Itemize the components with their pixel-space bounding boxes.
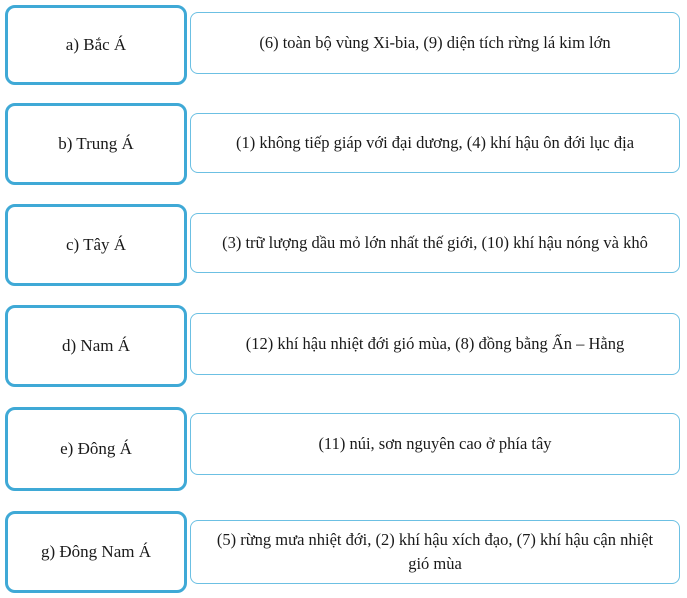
region-box-trung-a: b) Trung Á — [5, 103, 187, 185]
feature-text: (1) không tiếp giáp với đại dương, (4) k… — [235, 133, 635, 152]
region-label: e) Đông Á — [60, 439, 132, 458]
feature-box-bac-a: (6) toàn bộ vùng Xi-bia, (9) diện tích r… — [190, 12, 680, 74]
region-label: c) Tây Á — [65, 235, 127, 254]
feature-text: (5) rừng mưa nhiệt đới, (2) khí hậu xích… — [216, 530, 654, 573]
feature-box-nam-a: (12) khí hậu nhiệt đới gió mùa, (8) đồng… — [190, 313, 680, 375]
feature-box-tay-a: (3) trữ lượng dầu mỏ lớn nhất thế giới, … — [190, 213, 680, 273]
feature-box-dong-nam-a: (5) rừng mưa nhiệt đới, (2) khí hậu xích… — [190, 520, 680, 584]
region-box-dong-a: e) Đông Á — [5, 407, 187, 491]
feature-text: (11) núi, sơn nguyên cao ở phía tây — [318, 434, 552, 453]
feature-text: (3) trữ lượng dầu mỏ lớn nhất thế giới, … — [222, 233, 648, 252]
region-box-bac-a: a) Bắc Á — [5, 5, 187, 85]
region-box-tay-a: c) Tây Á — [5, 204, 187, 286]
region-label: b) Trung Á — [58, 134, 134, 153]
region-box-nam-a: d) Nam Á — [5, 305, 187, 387]
feature-text: (6) toàn bộ vùng Xi-bia, (9) diện tích r… — [259, 33, 611, 52]
region-label: a) Bắc Á — [65, 35, 127, 54]
feature-box-dong-a: (11) núi, sơn nguyên cao ở phía tây — [190, 413, 680, 475]
region-label: d) Nam Á — [62, 336, 130, 355]
feature-box-trung-a: (1) không tiếp giáp với đại dương, (4) k… — [190, 113, 680, 173]
region-label: g) Đông Nam Á — [40, 542, 151, 561]
region-box-dong-nam-a: g) Đông Nam Á — [5, 511, 187, 593]
feature-text: (12) khí hậu nhiệt đới gió mùa, (8) đồng… — [245, 334, 625, 353]
